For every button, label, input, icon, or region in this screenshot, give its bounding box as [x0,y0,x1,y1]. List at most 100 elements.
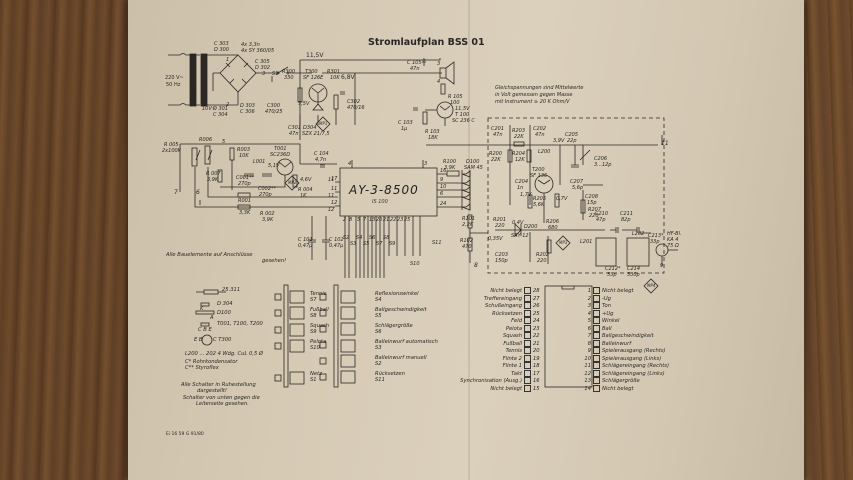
value-c214: 330p [627,272,640,278]
pin-number: 17 [533,370,540,377]
wood-surface-right [800,0,853,480]
legend-d304-label: D 304 [217,301,233,307]
pinout-right-row: 4 +Ug [583,309,693,318]
value-r200: 22K [491,157,501,163]
value-r207: 220 [589,213,599,219]
legend-heading: Alle Bauelemente auf Anschlüsse [166,252,253,258]
label-r005: R 005 [164,142,179,148]
ic-pin-9: 9 [440,177,444,183]
node-5: 5 [222,139,226,145]
legend-t300-label: C T300 [213,337,232,343]
pin-number: 6 [587,325,591,332]
label-c213: C213* [648,233,664,239]
value-r203: 22K [514,134,524,140]
ic-switch-s2: S2 [343,235,350,241]
label-c101: C 101 [298,237,313,243]
value-c103: 1μ [401,126,408,132]
node-2: 2 [226,102,230,108]
oscillator-section [179,143,338,210]
label-r001: R001 [238,198,252,204]
label-c102: C 102 [329,237,344,243]
value-r202: 220 [537,258,547,264]
label-l201: L201 [580,239,593,245]
ic-pin-16: 16 [440,168,447,174]
label-r207: R207 [588,207,602,213]
pin-pad [593,384,600,392]
pin-pad [524,339,531,347]
pin-pad [524,287,531,294]
label-d304: D304 [303,125,317,131]
pin-pad [593,369,600,377]
mains-frequency: 50 Hz [166,82,181,88]
legend-t300-pins: E B [194,337,203,343]
pin-number: 3 [587,303,591,309]
pin-label: Nicht belegt [602,385,634,392]
pin-pad [593,324,600,332]
label-r206: R206 [546,219,560,225]
regulator-t300 [297,72,367,125]
pin-label: Schlägereingang (Links) [602,370,665,377]
ic-pin-11: 11 [331,186,338,192]
mp1-label: MP1 [319,121,328,126]
ic-switch-s9: S9 [389,241,396,247]
pin-label: Schlägereingang (Rechts) [602,363,670,369]
pin-pad [524,384,531,392]
pin-label: Fußball [503,340,522,347]
label-5v1: 5,1V [268,163,280,169]
audio-pin-4: 4 [437,79,441,85]
pin-number: 23 [533,325,540,332]
label-0v35: 0,35V [488,236,503,242]
pin-number: 4 [587,310,591,317]
pin-number: 28 [533,288,540,294]
ic-switch-s3: S3 [350,241,357,247]
label-c103: C 103 [398,120,413,126]
pin-number: 5 [587,318,591,324]
label-hf-out: HF-Bl. [667,231,682,237]
node-1: 1 [226,57,230,63]
label-0v7: 0,7V [556,196,568,202]
value-c205: 22p [567,138,577,144]
value-c206: 3...12p [594,162,612,168]
ic-pin-2: 2 [343,217,347,223]
pin-pad [593,302,600,309]
pin-pad [593,317,600,324]
legend-d100-pin: A [210,315,214,321]
label-c201: C201 [491,126,505,132]
label-c204: C204 [515,179,529,185]
pin-label: Flinte 2 [502,355,522,362]
switch-modules-left [274,290,305,385]
value-c001: 270p [238,181,251,187]
pin-number: 24 [533,318,540,324]
label-r301: R301 [327,69,341,75]
pin-number: 19 [533,355,540,362]
pin-label: Squash [502,333,522,339]
label-r002: R 002 [260,211,275,217]
value-c302: 470/16 [347,105,365,111]
value-t200: SF 136 [530,173,548,179]
pin-pad [593,339,600,347]
value-t300: SF 126E [303,75,324,81]
pin-pad [593,332,600,339]
pin-label: Flinte 1 [502,363,522,369]
value-r102: 470 [462,244,472,250]
node-9-rf: 9 [660,263,664,269]
ic-pins [335,160,462,278]
value-c208: 15p [587,200,597,206]
ic-switch-s10: S10 [410,261,420,267]
pin-label: +Ug [602,310,614,317]
pin-label: Schlägergröße [602,378,640,384]
pin-number: 20 [533,348,540,354]
